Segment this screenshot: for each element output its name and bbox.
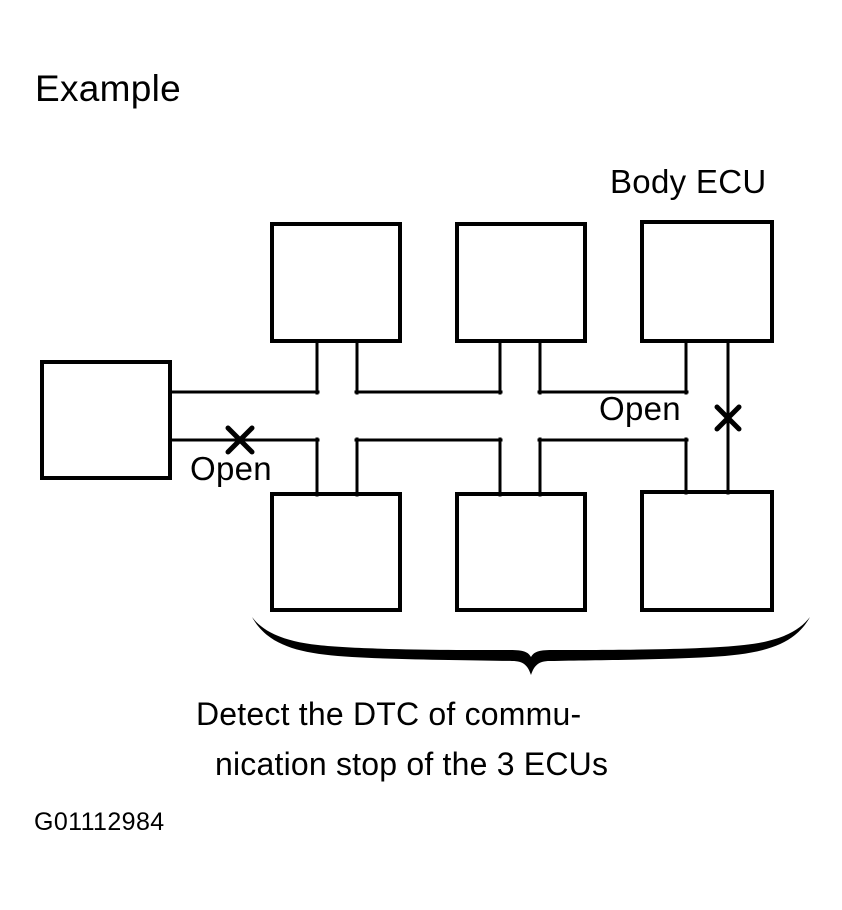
open-fault-right-label: Open	[599, 390, 681, 427]
caption-line-2: nication stop of the 3 ECUs	[215, 746, 609, 782]
ecu-box-group	[40, 220, 774, 612]
body-ecu-label: Body ECU	[610, 163, 767, 200]
open-fault-left-marker	[225, 425, 255, 455]
grouping-brace	[252, 617, 810, 675]
open-fault-right-marker	[714, 404, 742, 432]
open-fault-left-label: Open	[190, 450, 272, 487]
fault-marker-group	[225, 404, 742, 455]
caption-line-1: Detect the DTC of commu-	[196, 696, 582, 732]
figure-id-code: G01112984	[34, 808, 165, 836]
source-ecu-box	[40, 360, 172, 480]
bottom-ecu-box-1	[270, 492, 402, 612]
top-ecu-box-3-body-ecu	[640, 220, 774, 343]
top-ecu-box-1	[270, 222, 402, 343]
bottom-ecu-box-2	[455, 492, 587, 612]
top-ecu-box-2	[455, 222, 587, 343]
bottom-ecu-box-3	[640, 490, 774, 612]
page-title: Example	[35, 68, 182, 109]
